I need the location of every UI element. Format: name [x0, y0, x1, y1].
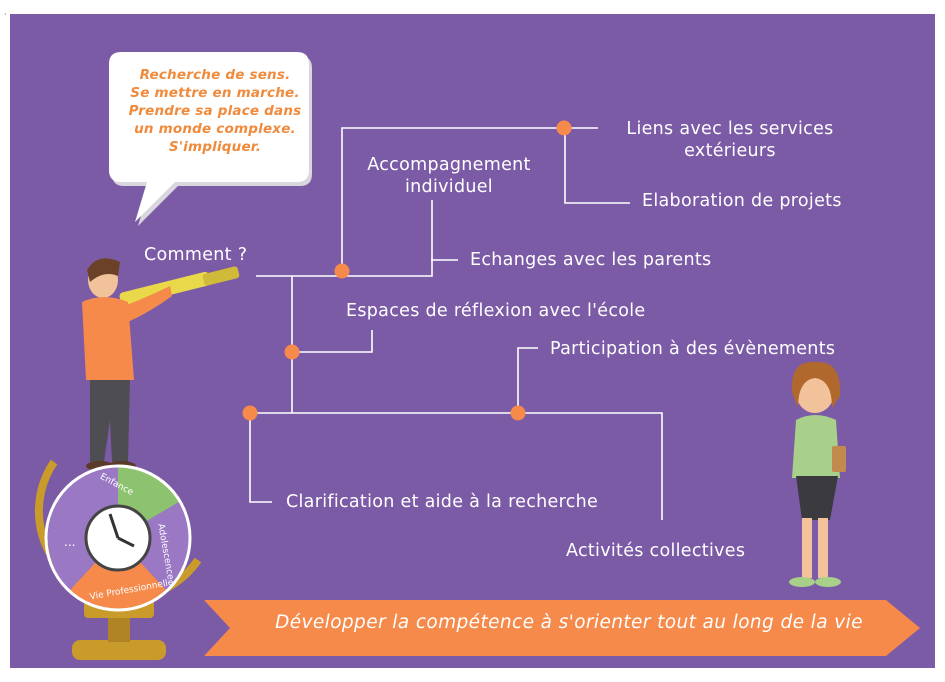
node-dots	[242, 120, 572, 421]
speech-bubble	[109, 52, 312, 226]
line-espaces	[292, 330, 373, 353]
bubble-line-1: Recherche de sens.	[139, 67, 291, 83]
banner-arrow	[204, 600, 920, 656]
node-espaces	[284, 344, 300, 360]
man-figure	[82, 258, 240, 471]
label-accompagnement-line-2: individuel	[405, 177, 493, 197]
line-clarification	[249, 413, 272, 503]
label-accompagnement: Accompagnement individuel	[354, 154, 544, 198]
corner-mark: ·	[4, 10, 7, 19]
bubble-line-3: Prendre sa place dans	[128, 103, 302, 119]
label-participation: Participation à des évènements	[550, 339, 836, 359]
node-lower-left	[242, 405, 258, 421]
label-liens-line-2: extérieurs	[684, 141, 776, 161]
life-wheel: Enfance Adolescence Vie Professionnelle …	[34, 459, 202, 660]
label-clarification: Clarification et aide à la recherche	[286, 492, 599, 512]
banner-text: Développer la compétence à s'orienter to…	[275, 612, 863, 633]
woman-figure	[789, 361, 846, 587]
segment-dots: ...	[64, 535, 75, 549]
bubble-text: Recherche de sens. Se mettre en marche. …	[122, 66, 308, 156]
node-liens	[556, 120, 572, 136]
line-lower	[250, 412, 663, 520]
bubble-line-2: Se mettre en marche.	[130, 85, 300, 101]
label-liens-line-1: Liens avec les services	[626, 119, 834, 139]
label-espaces: Espaces de réflexion avec l'école	[346, 301, 646, 321]
label-echanges: Echanges avec les parents	[470, 250, 712, 270]
line-echanges	[256, 259, 458, 277]
label-liens: Liens avec les services extérieurs	[610, 118, 850, 162]
bubble-line-4: un monde complexe.	[134, 121, 296, 137]
question-label: Comment ?	[144, 245, 248, 265]
bubble-line-5: S'impliquer.	[168, 139, 262, 155]
node-participation	[510, 405, 526, 421]
node-accompagnement	[334, 263, 350, 279]
label-activites: Activités collectives	[566, 541, 746, 561]
label-accompagnement-line-1: Accompagnement	[367, 155, 531, 175]
label-elaboration: Elaboration de projets	[642, 191, 842, 211]
line-participation	[517, 347, 538, 413]
